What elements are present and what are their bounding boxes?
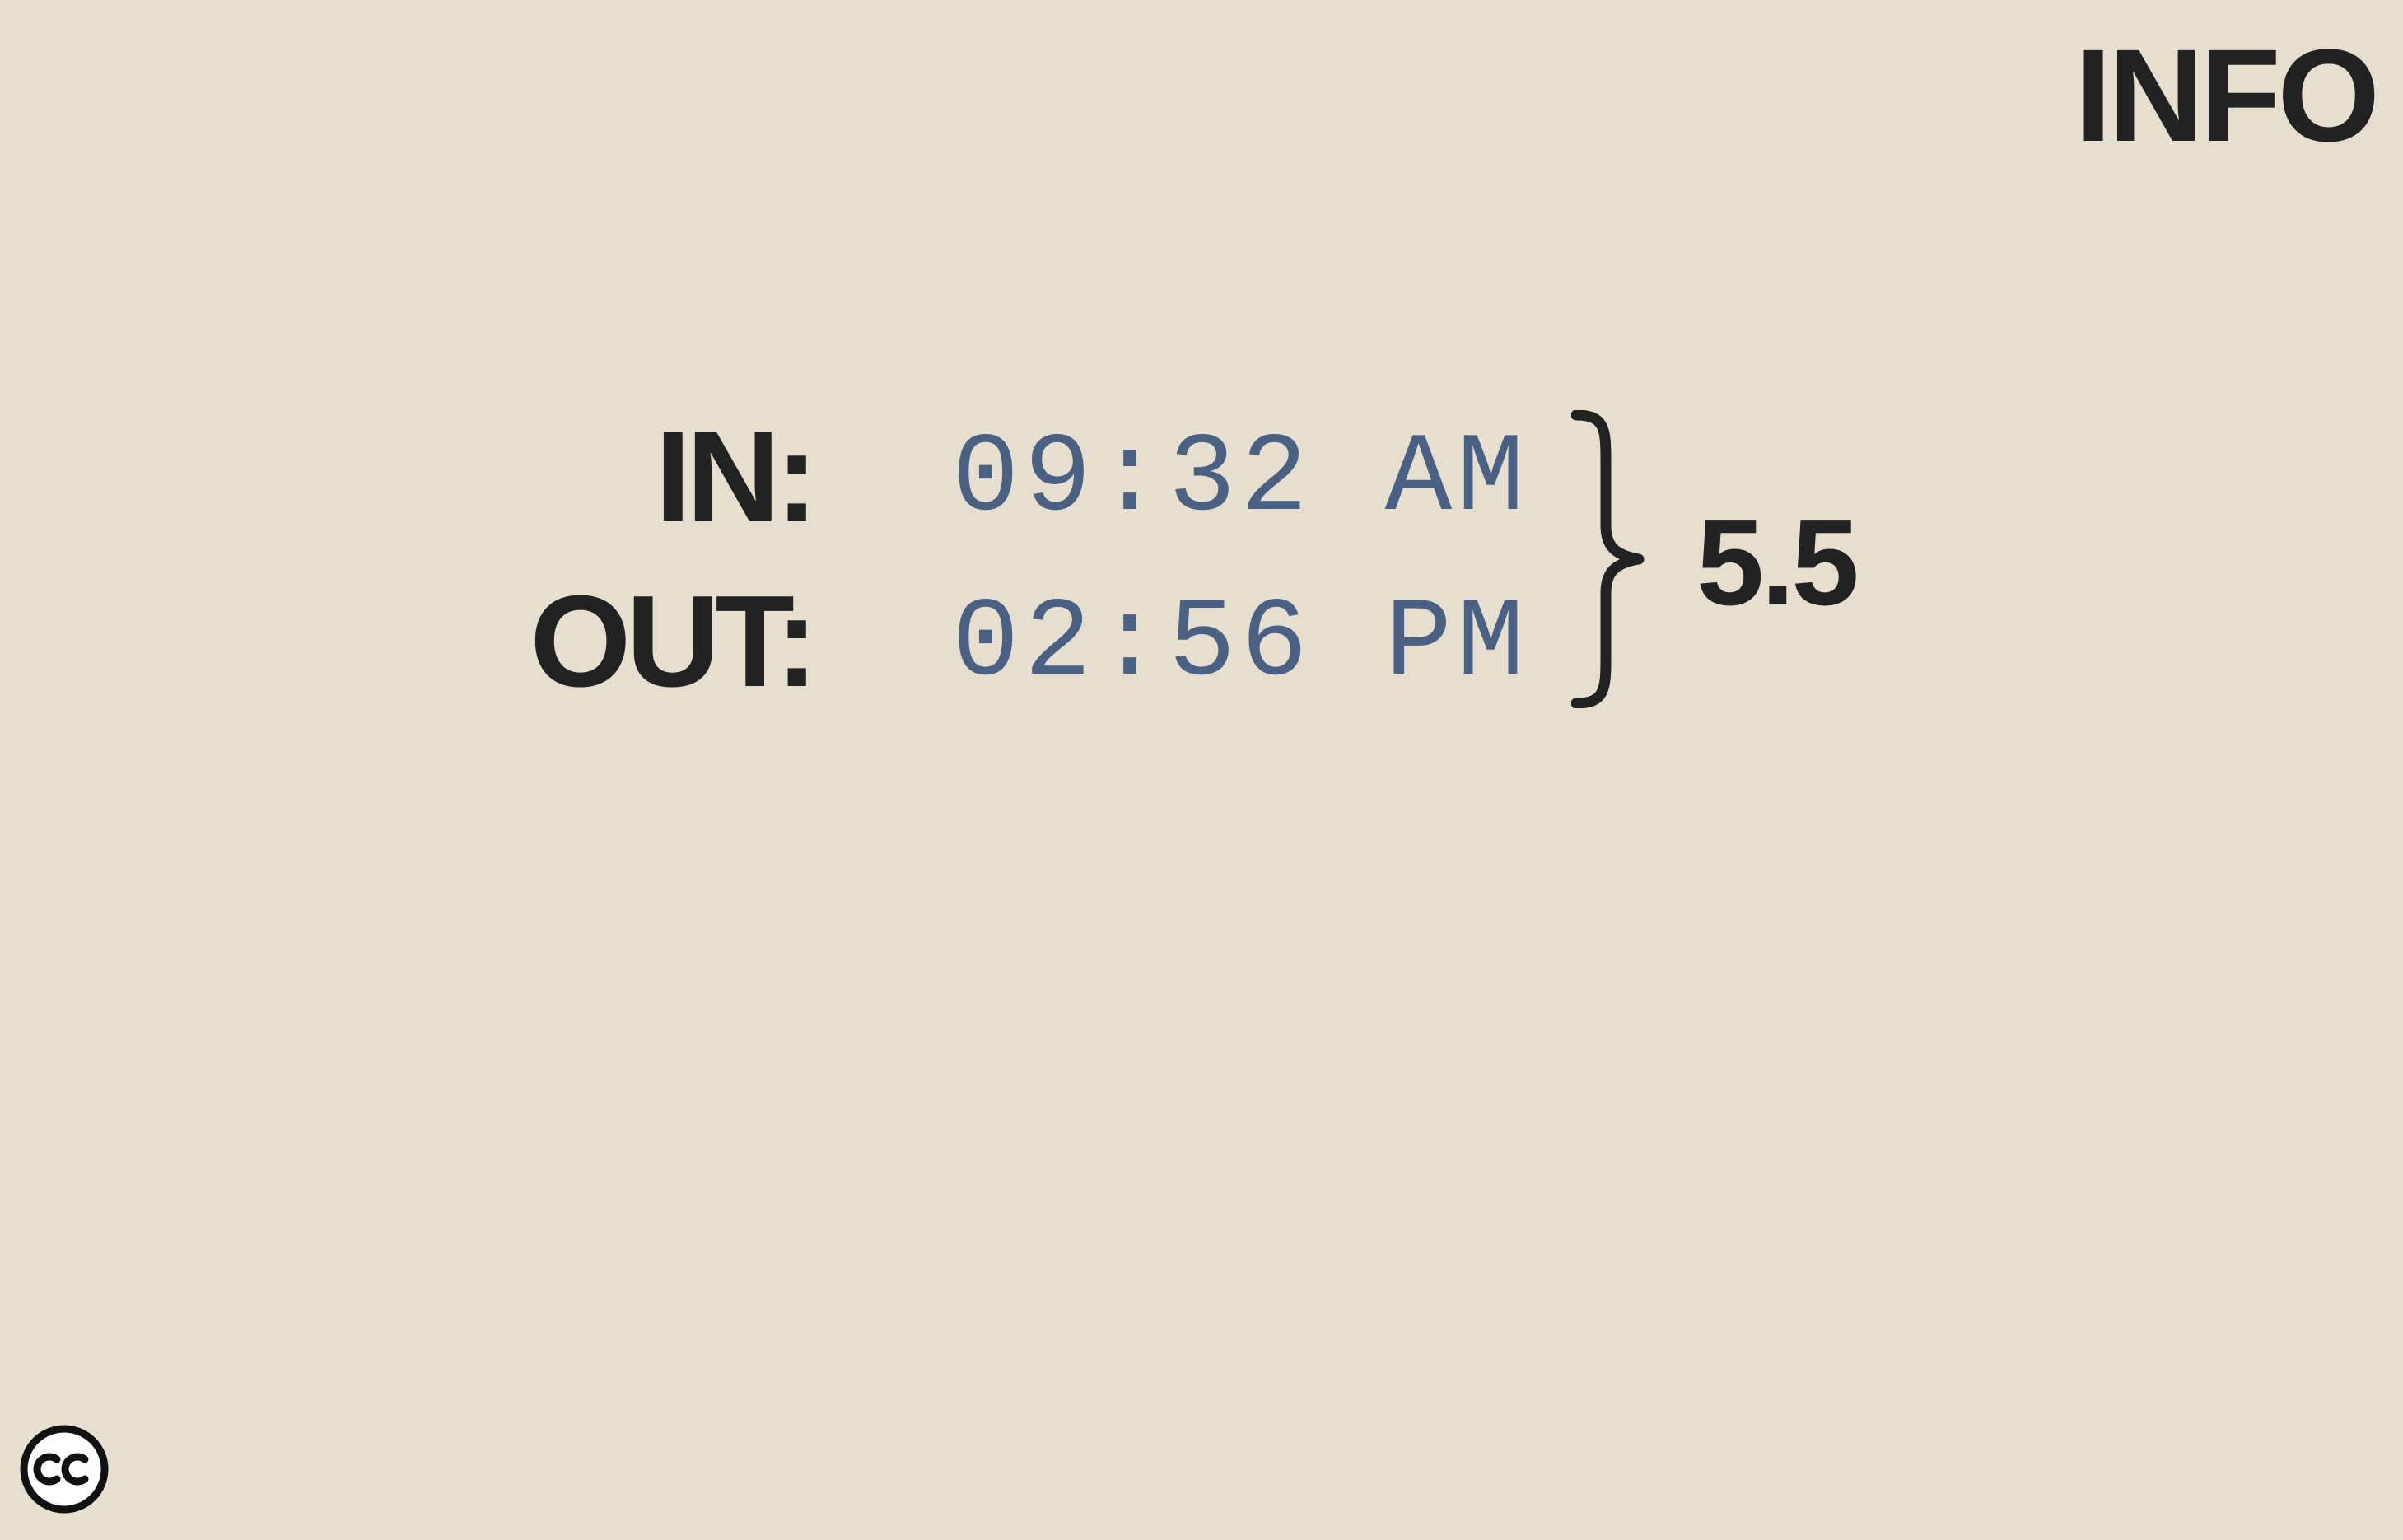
info-link[interactable]: INFO [2074, 21, 2380, 169]
total-hours: 5.5 [1696, 495, 1859, 631]
in-time-field[interactable]: 09:32 AM [952, 416, 1529, 543]
creative-commons-icon[interactable] [18, 1423, 110, 1515]
out-label: OUT: [530, 569, 819, 714]
in-label: IN: [655, 404, 819, 549]
out-time-field[interactable]: 02:56 PM [952, 581, 1529, 707]
right-brace-icon [1571, 410, 1645, 708]
